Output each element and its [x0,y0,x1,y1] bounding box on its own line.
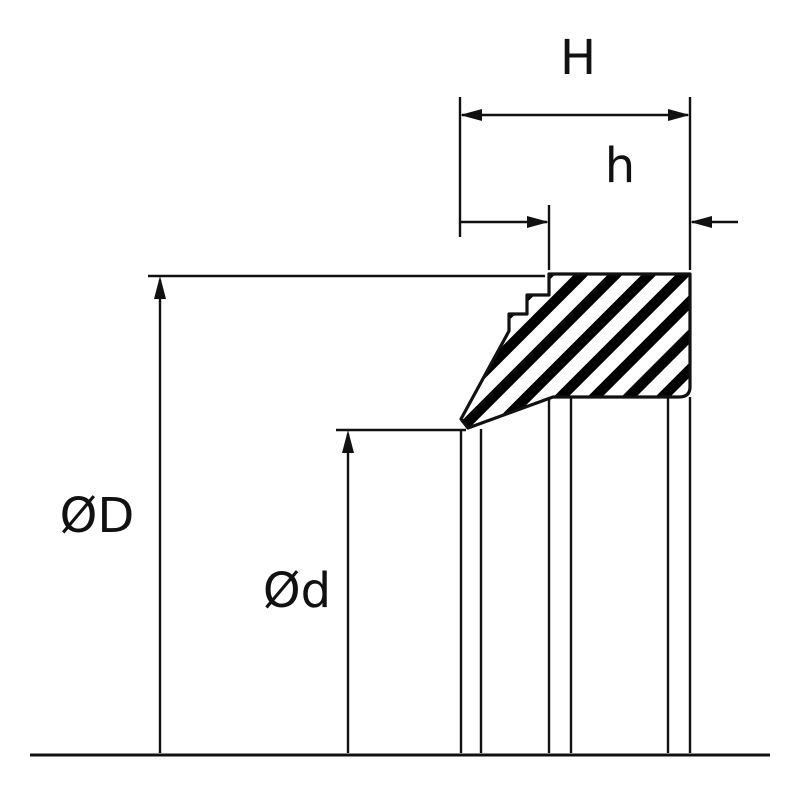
seal-cross-section [459,272,692,430]
dimension-h: h [460,138,738,270]
dimension-inner-diameter: Ød [263,428,466,753]
label-inner-diameter: Ød [263,563,331,619]
arrowhead-up-icon [154,276,166,299]
label-outer-diameter: ØD [60,488,135,544]
dimension-H: H [458,30,692,270]
arrowhead-right-icon [668,109,690,121]
arrowhead-up-icon [342,430,354,453]
rod-and-housing-lines [459,397,692,753]
arrowhead-right-pointing-icon [527,216,549,228]
label-H: H [560,30,596,86]
seal-profile-hatched [459,272,692,430]
dimension-outer-diameter: ØD [60,274,545,753]
arrowhead-left-pointing-icon [690,216,712,228]
arrowhead-left-icon [460,109,482,121]
label-h: h [605,138,635,194]
